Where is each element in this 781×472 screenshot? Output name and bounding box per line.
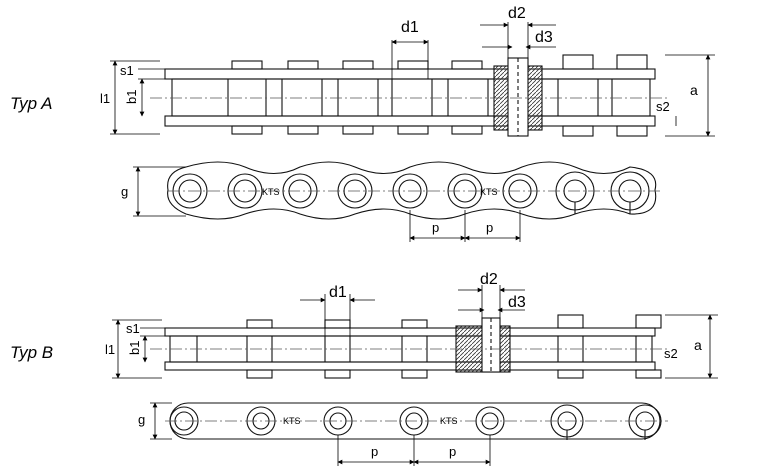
typ-b-front-dimensions: [150, 402, 491, 466]
typ-b-dimensions: [112, 285, 718, 379]
typ-a-dim-labels: s1 l1 b1 d1 d2 d3 a s2 g p p KTS KTS: [100, 5, 698, 235]
typ-a-label: Typ A: [10, 94, 53, 113]
dim-d2-a: d2: [508, 5, 526, 22]
dim-d1-b: d1: [329, 284, 347, 301]
dim-a-a: a: [690, 82, 698, 98]
typ-b-side-view: [150, 314, 668, 379]
dim-b1-a: b1: [124, 90, 139, 104]
typ-a-front-view: [167, 161, 660, 220]
typ-b-front-view: [165, 402, 668, 440]
typ-a-dimensions: [110, 22, 715, 137]
dim-s1-a: s1: [120, 63, 134, 78]
dim-d1-a: d1: [401, 19, 419, 36]
dim-p1-b: p: [371, 444, 378, 459]
dim-s2-b: s2: [664, 346, 678, 361]
dim-s1-b: s1: [126, 321, 140, 336]
dim-g-a: g: [121, 184, 128, 199]
typ-b-dim-labels: s1 l1 b1 d1 d2 d3 a s2 g p p KTS KTS: [105, 271, 702, 459]
kts-mark-b1: KTS: [283, 416, 301, 426]
dim-s2-a: s2: [656, 99, 670, 114]
dim-p2-a: p: [486, 220, 493, 235]
dim-l1-b: l1: [105, 342, 115, 357]
dim-b1-b: b1: [127, 341, 142, 355]
dim-l1-a: l1: [100, 91, 110, 106]
typ-a-side-view: [150, 54, 668, 137]
kts-mark-a1: KTS: [262, 187, 280, 197]
kts-mark-b2: KTS: [440, 416, 458, 426]
kts-mark-a2: KTS: [480, 187, 498, 197]
dim-a-b: a: [694, 337, 702, 353]
dim-d3-b: d3: [508, 294, 526, 311]
dim-d3-a: d3: [535, 29, 553, 46]
dim-g-b: g: [138, 412, 145, 427]
dim-p2-b: p: [449, 444, 456, 459]
dim-p1-a: p: [432, 220, 439, 235]
typ-b-label: Typ B: [10, 343, 54, 362]
typ-a-front-dimensions: [133, 166, 521, 242]
dim-d2-b: d2: [480, 271, 498, 288]
